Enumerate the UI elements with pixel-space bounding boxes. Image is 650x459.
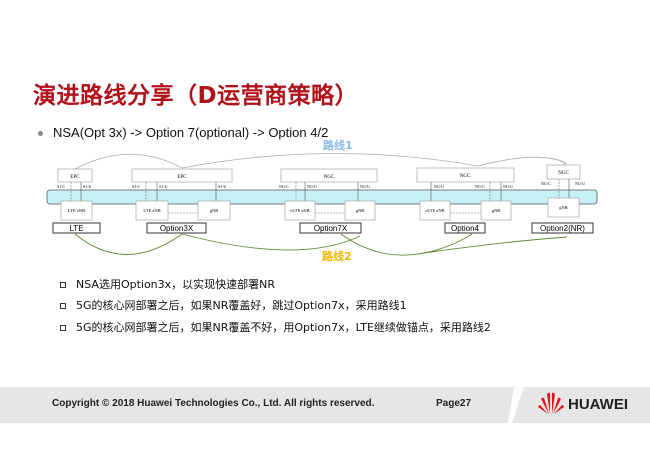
sub-bullet-text: NSA选用Option3x，以实现快速部署NR <box>76 278 276 291</box>
main-bullet: NSA(Opt 3x) -> Option 7(optional) -> Opt… <box>38 125 328 140</box>
option-3x: EPC S1-C S1-U S1-U LTE eNB gNB Option3X <box>131 168 233 234</box>
core-label: NGC <box>460 174 471 179</box>
iface-label: NG-U <box>360 184 370 189</box>
bullet-dot-icon <box>38 131 43 137</box>
option-2-nr: NGC NG-C NG-U gNB Option2(NR) <box>531 164 594 234</box>
route2-path-a <box>74 233 361 255</box>
iface-label: S1-U <box>159 184 168 189</box>
node-label: gNB <box>356 208 365 213</box>
iface-label: NG-U <box>503 184 513 189</box>
route1-label: 路线1 <box>323 138 353 152</box>
node-label: gNB <box>559 205 568 210</box>
square-bullet-icon <box>60 303 66 309</box>
route2-label: 路线2 <box>322 249 352 263</box>
sub-bullet: 5G的核心网部署之后，如果NR覆盖不好，用Option7x，LTE继续做锚点，采… <box>60 319 491 335</box>
node-label: gNB <box>492 208 501 213</box>
iface-label: S1-U <box>218 184 227 189</box>
option-label: Option2(NR) <box>540 224 585 233</box>
iface-label: NG-U <box>575 181 585 186</box>
sub-bullet: 5G的核心网部署之后，如果NR覆盖好，跳过Option7x，采用路线1 <box>60 297 407 313</box>
route1-path <box>74 153 567 170</box>
square-bullet-icon <box>60 282 66 288</box>
copyright: Copyright © 2018 Huawei Technologies Co.… <box>52 398 375 409</box>
option-label: LTE <box>69 224 83 233</box>
iface-label: S1-C <box>132 184 141 189</box>
node-label: gNB <box>210 208 219 213</box>
iface-label: NG-U <box>307 184 317 189</box>
node-label: eLTE eNB <box>425 208 444 213</box>
sub-bullet: NSA选用Option3x，以实现快速部署NR <box>60 276 275 292</box>
option-label: Option4 <box>451 224 480 233</box>
footer-logo-area <box>512 387 650 423</box>
option-label: Option7X <box>314 224 348 233</box>
logo-text: HUAWEI <box>568 395 628 413</box>
slide-title: 演进路线分享（D运营商策略） <box>33 83 359 109</box>
footer: Copyright © 2018 Huawei Technologies Co.… <box>0 387 650 423</box>
option-4: NGC NG-U NG-C NG-U eLTE eNB gNB Option4 <box>416 167 515 234</box>
iface-label: NG-C <box>279 184 289 189</box>
iface-label: NG-C <box>541 181 551 186</box>
core-label: EPC <box>177 175 187 180</box>
option-lte: EPC S1-C S1-U LTE eNB LTE <box>52 168 101 234</box>
option-label: Option3X <box>160 224 194 233</box>
ran-band <box>46 189 598 205</box>
core-label: NGC <box>558 171 569 176</box>
iface-label: NG-U <box>434 184 444 189</box>
core-label: NGC <box>324 175 335 180</box>
iface-label: S1-U <box>83 184 92 189</box>
node-label: LTE eNB <box>143 208 160 213</box>
route2-path-b <box>340 233 568 256</box>
sub-bullet-text: 5G的核心网部署之后，如果NR覆盖不好，用Option7x，LTE继续做锚点，采… <box>76 321 491 334</box>
sub-bullet-text: 5G的核心网部署之后，如果NR覆盖好，跳过Option7x，采用路线1 <box>76 299 407 312</box>
node-label: eLTE eNB <box>290 208 309 213</box>
option-7x: NGC NG-C NG-U NG-U eLTE eNB gNB Option7X <box>279 168 378 234</box>
page-number: Page27 <box>436 398 472 409</box>
core-label: EPC <box>70 175 80 180</box>
huawei-flower-icon <box>538 392 564 414</box>
node-label: LTE eNB <box>68 208 85 213</box>
iface-label: NG-C <box>475 184 485 189</box>
huawei-logo: HUAWEI <box>538 391 628 417</box>
main-bullet-text: NSA(Opt 3x) -> Option 7(optional) -> Opt… <box>53 125 329 140</box>
iface-label: S1-C <box>57 184 66 189</box>
square-bullet-icon <box>60 325 66 331</box>
